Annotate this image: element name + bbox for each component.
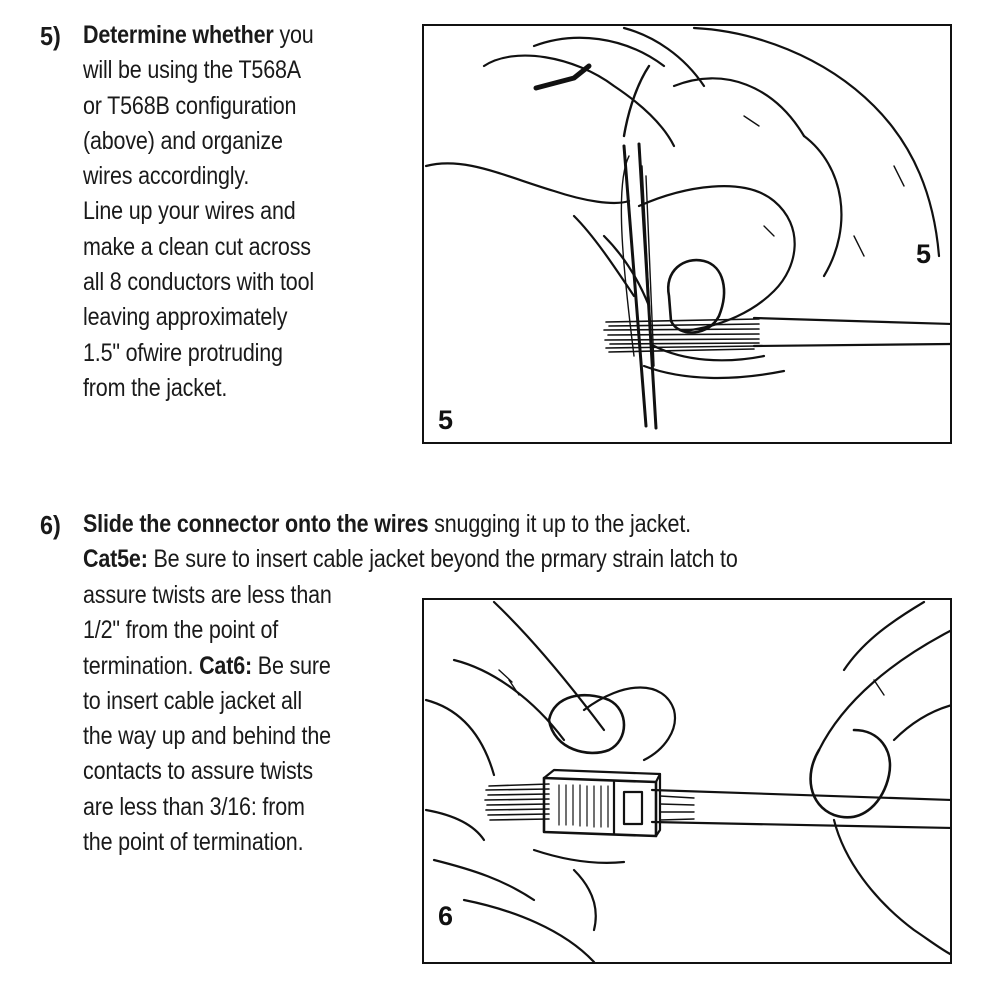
step-6-instructions-top: Slide the connector onto the wires snugg… (83, 507, 738, 578)
step-6-heading: Slide the connector onto the wires (83, 510, 429, 538)
step-6-line: contacts to assure twists (83, 757, 313, 786)
step-5-line: make a clean cut across (83, 232, 311, 261)
hand-cutting-wires-drawing (424, 26, 950, 430)
step-6-line: the point of termination. (83, 828, 304, 857)
step-6-cat5e-line: Cat5e: Be sure to insert cable jacket be… (83, 542, 738, 577)
step-5-line: from the jacket. (83, 373, 228, 402)
step-6-cat6-line: termination. Cat6: Be sure (83, 649, 332, 684)
step-5-figure-label-bottom: 5 (438, 405, 454, 435)
step-6-line: to insert cable jacket all (83, 686, 303, 715)
step-5-line: Line up your wires and (83, 197, 296, 226)
step-6-heading-rest: snugging it up to the jacket. (428, 510, 691, 538)
step-5-heading-rest: you (273, 21, 314, 49)
step-6-line: assure twists are less than (83, 581, 332, 609)
step-5-line: (above) and organize (83, 126, 283, 155)
step-5-line: or T568B configuration (83, 91, 297, 120)
step-6-line: 1/2" from the point of (83, 616, 279, 645)
step-5-line: all 8 conductors with tool (83, 268, 314, 297)
hands-inserting-connector-drawing (424, 600, 950, 962)
step-5-line: will be using the T568A (83, 56, 301, 85)
step-5-heading: Determine whether (83, 21, 274, 49)
step-6-heading-line: Slide the connector onto the wires snugg… (83, 507, 738, 542)
step-5-illustration: 5 5 (422, 24, 952, 444)
cat6-line-end: Be sure (251, 651, 331, 680)
cat5e-text: Be sure to insert cable jacket beyond th… (147, 545, 738, 574)
cat5e-label: Cat5e: (83, 545, 148, 574)
step-6-instructions-body: assure twists are less than 1/2" from th… (83, 578, 332, 860)
step-6-line: the way up and behind the (83, 722, 331, 751)
step-5-number: 5) (40, 21, 61, 51)
step-5-line: 1.5" ofwire protruding (83, 338, 283, 367)
cat6-label: Cat6: (199, 651, 252, 680)
step-6-figure-label: 6 (438, 901, 454, 931)
step-6-line: are less than 3/16: from (83, 792, 305, 821)
cat6-line-start: termination. (83, 651, 200, 680)
step-5-instructions: Determine whether you will be using the … (83, 18, 314, 406)
step-6-number: 6) (40, 510, 61, 540)
step-5-line: leaving approximately (83, 303, 288, 332)
step-5-line: wires accordingly. (83, 162, 250, 191)
step-5-heading-line: Determine whether you (83, 18, 314, 53)
step-5-figure-label-right: 5 (916, 239, 932, 269)
step-6-illustration: 6 (422, 598, 952, 964)
